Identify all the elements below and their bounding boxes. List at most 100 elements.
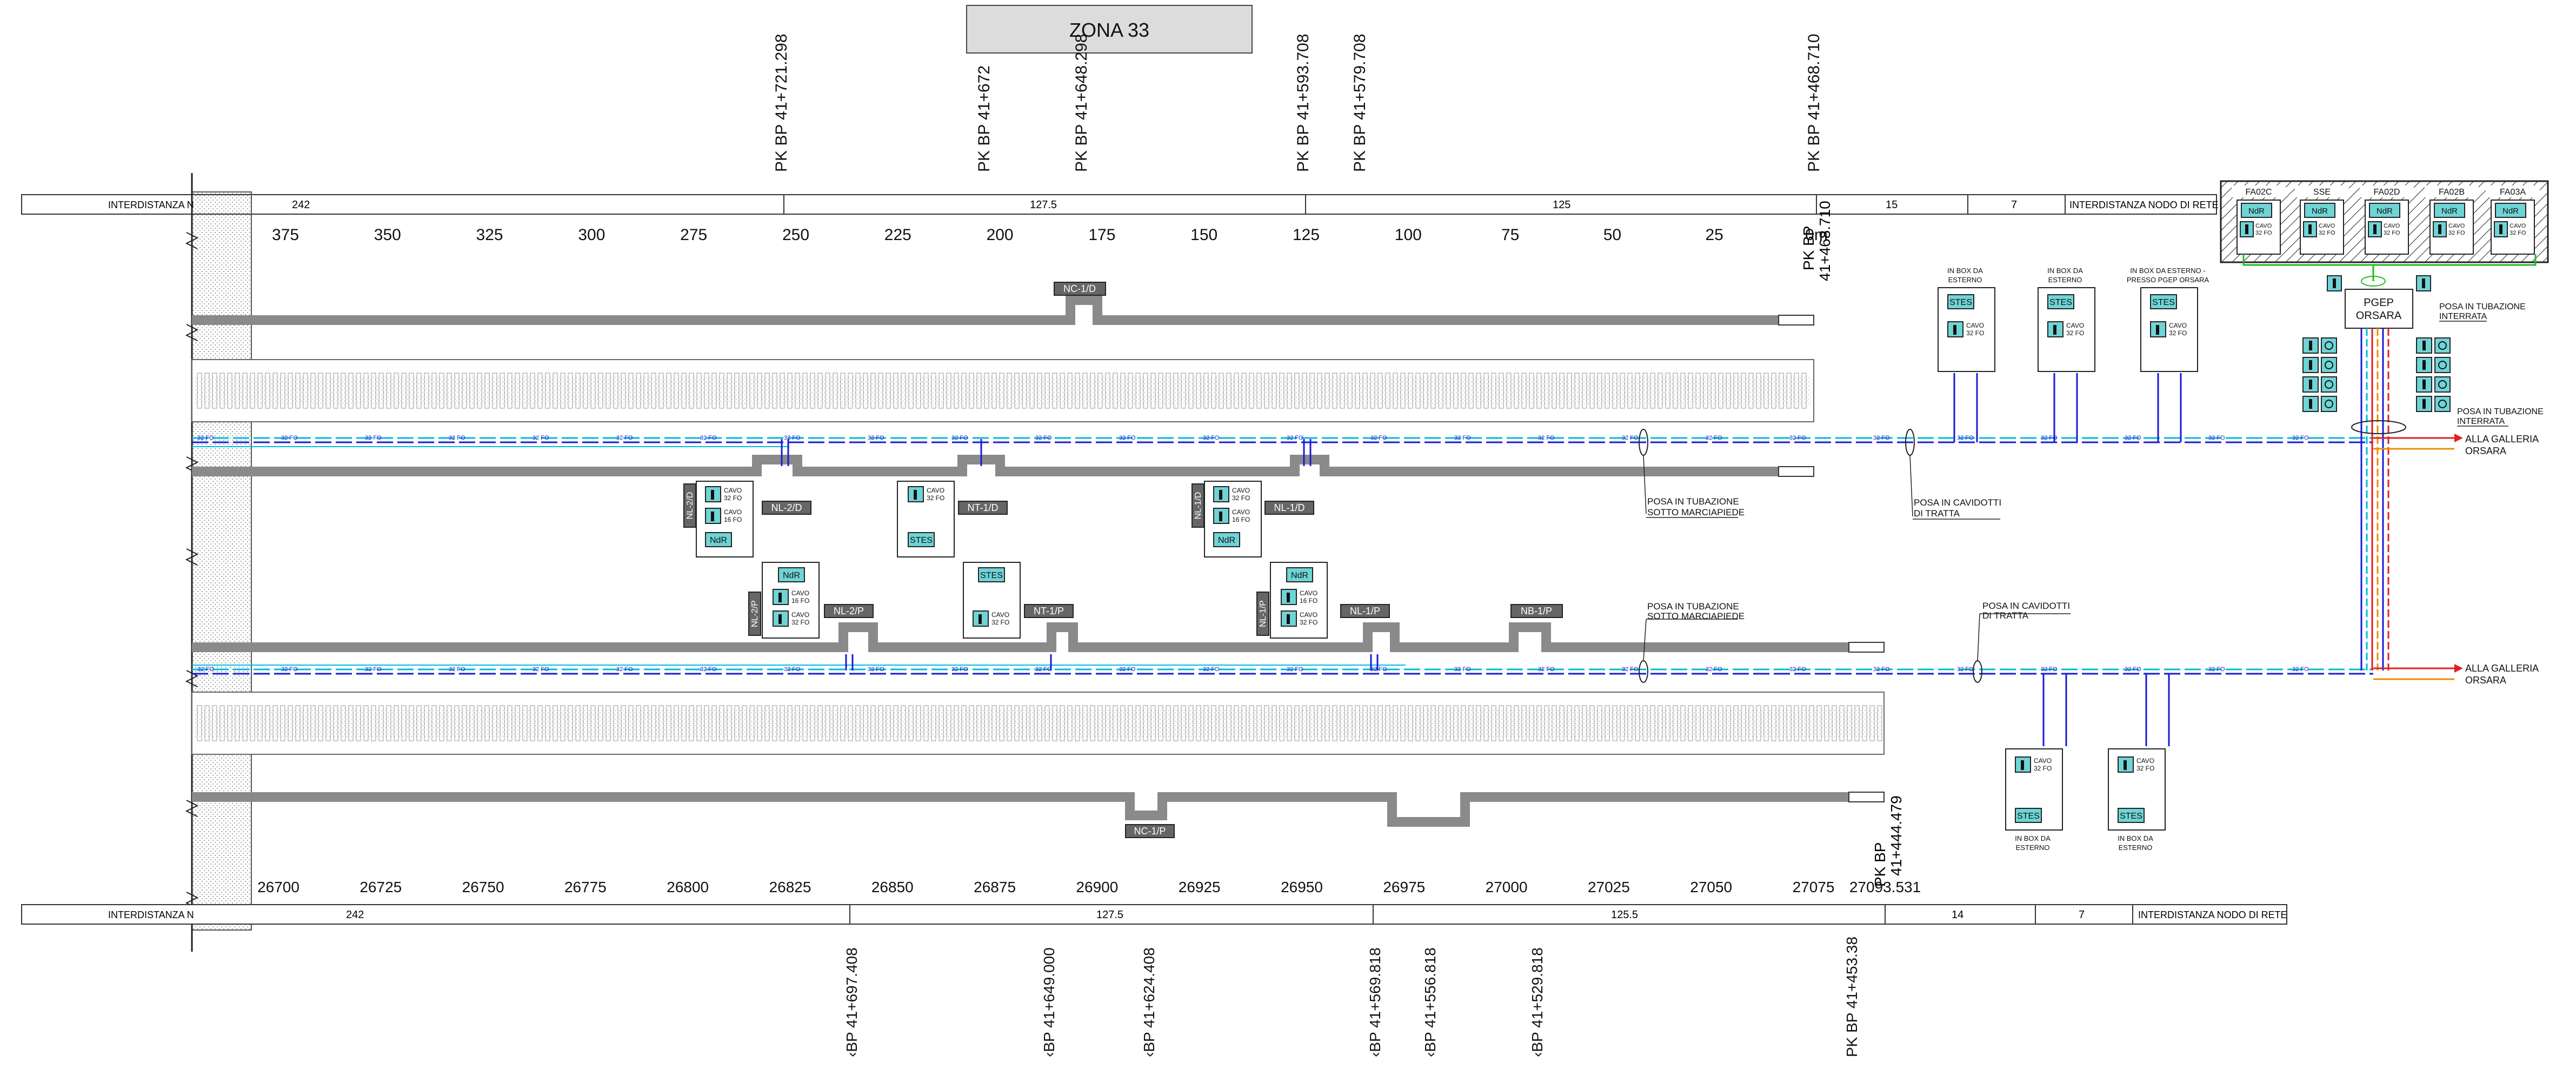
sleeper (454, 373, 460, 409)
sleeper (1120, 373, 1126, 409)
sleeper (1211, 705, 1216, 741)
cabinet-cable-core (2373, 224, 2377, 234)
sleeper (1673, 705, 1678, 741)
sleeper (1203, 373, 1209, 409)
sleeper (1188, 373, 1194, 409)
top-scale-tick: 125 (1293, 226, 1320, 244)
fiber-count-label: 32 FO (1789, 435, 1806, 441)
sleeper (1726, 373, 1731, 409)
sleeper (477, 373, 482, 409)
page-title: ZONA 33 (1069, 19, 1149, 41)
cabinet-ndr-label: NdR (2502, 207, 2519, 216)
fiber-count-label: 32 FO (1957, 666, 1974, 673)
sleeper (1476, 705, 1481, 741)
note-galleria-1b: ORSARA (2465, 446, 2506, 456)
sleeper (1499, 373, 1504, 409)
sleeper (325, 705, 331, 741)
sleeper (318, 373, 323, 409)
cable-nl2p-32-fibers: 32 FO (791, 619, 809, 626)
sleeper (1044, 705, 1050, 741)
sleeper (734, 373, 740, 409)
pgep-right-connector (2434, 357, 2451, 373)
ext-box-2-stes-label: STES (2049, 298, 2072, 307)
sleeper (1347, 705, 1353, 741)
sleeper (1264, 373, 1269, 409)
sleeper (1052, 705, 1057, 741)
sleeper (870, 705, 876, 741)
top-seg-127: 127.5 (1030, 199, 1057, 211)
upper-tunnel (191, 295, 1814, 477)
sleeper (204, 373, 210, 409)
sleeper (1620, 373, 1625, 409)
sleeper (1302, 705, 1307, 741)
sleeper (1249, 373, 1254, 409)
note-cavid-bot-2: DI TRATTA (1982, 610, 2029, 621)
sleeper (1272, 705, 1277, 741)
sleeper (1605, 705, 1610, 741)
bottom-scale-tick: 26900 (1076, 879, 1118, 895)
pgep-left-connector (2321, 376, 2337, 393)
top-scale-tick: 150 (1190, 226, 1217, 244)
sleeper (636, 705, 641, 741)
sleeper (333, 705, 338, 741)
sleeper (848, 373, 853, 409)
sleeper (1097, 373, 1103, 409)
bot-seg-242: 242 (346, 909, 364, 921)
pgep-right-connector (2416, 376, 2432, 393)
sleeper (605, 705, 611, 741)
cabinet-header: FA02B (2439, 188, 2465, 197)
sleeper (954, 705, 959, 741)
sleeper (1166, 373, 1171, 409)
sleeper (931, 373, 936, 409)
cable-nl2p-16-icon-core (778, 593, 782, 602)
sleeper (545, 705, 550, 741)
pgep-left-connector (2302, 337, 2319, 354)
sleeper (1166, 705, 1171, 741)
ndr-nl2d (705, 532, 732, 547)
sleeper (689, 373, 694, 409)
cabinet-cable-core (2438, 224, 2441, 234)
sleeper (371, 373, 376, 409)
sleeper (802, 373, 808, 409)
top-interdistance-label: INTERDISTANZA N (108, 200, 194, 210)
bottom-scale-tick: 26700 (257, 879, 299, 895)
sleeper (1287, 373, 1292, 409)
sleeper (1060, 705, 1065, 741)
sleeper (1249, 705, 1254, 741)
cabinet-header-bg (2295, 185, 2349, 197)
fiber-count-label: 32 FO (1454, 435, 1471, 441)
sleeper (1158, 373, 1163, 409)
niche-nt1p: NT-1/P (1034, 606, 1064, 616)
sleeper (416, 705, 422, 741)
bottom-scale-tick: 26750 (462, 879, 504, 895)
sleeper (1854, 705, 1860, 741)
pgep-label-2: ORSARA (2356, 310, 2402, 322)
vertical-niche-tags: NL-2/D NL-1/D NL-2/P NL-1/P (683, 483, 1269, 636)
pgep-sleeve (2351, 420, 2406, 434)
sleeper (681, 373, 687, 409)
sleeper (462, 705, 467, 741)
vniche-nl1d: NL-1/D (1194, 492, 1203, 520)
ext-box-1-stes-label: STES (1949, 298, 1972, 307)
sleeper (1476, 373, 1481, 409)
break-mark (185, 548, 199, 566)
sleeper (1832, 705, 1837, 741)
sleeper (303, 705, 308, 741)
sleeper (727, 373, 732, 409)
sleeper (1037, 705, 1042, 741)
sleeper (1113, 373, 1118, 409)
ext-box-3-cable-fibers: 32 FO (2169, 329, 2187, 337)
fiber-count-label: 32 FO (1873, 435, 1890, 441)
sleeper (772, 705, 777, 741)
sleeper (651, 373, 656, 409)
sleeper (1529, 373, 1534, 409)
cabinet-ndr-label: NdR (2441, 207, 2458, 216)
sleeper (1748, 373, 1754, 409)
sleeper (295, 373, 301, 409)
fiber-count-label: 32 FO (1035, 666, 1052, 673)
sleeper (280, 705, 285, 741)
sleeper (1635, 373, 1640, 409)
top-scale-tick: 75 (1501, 226, 1519, 244)
stes-nt1p (978, 567, 1005, 582)
sleeper (401, 373, 407, 409)
